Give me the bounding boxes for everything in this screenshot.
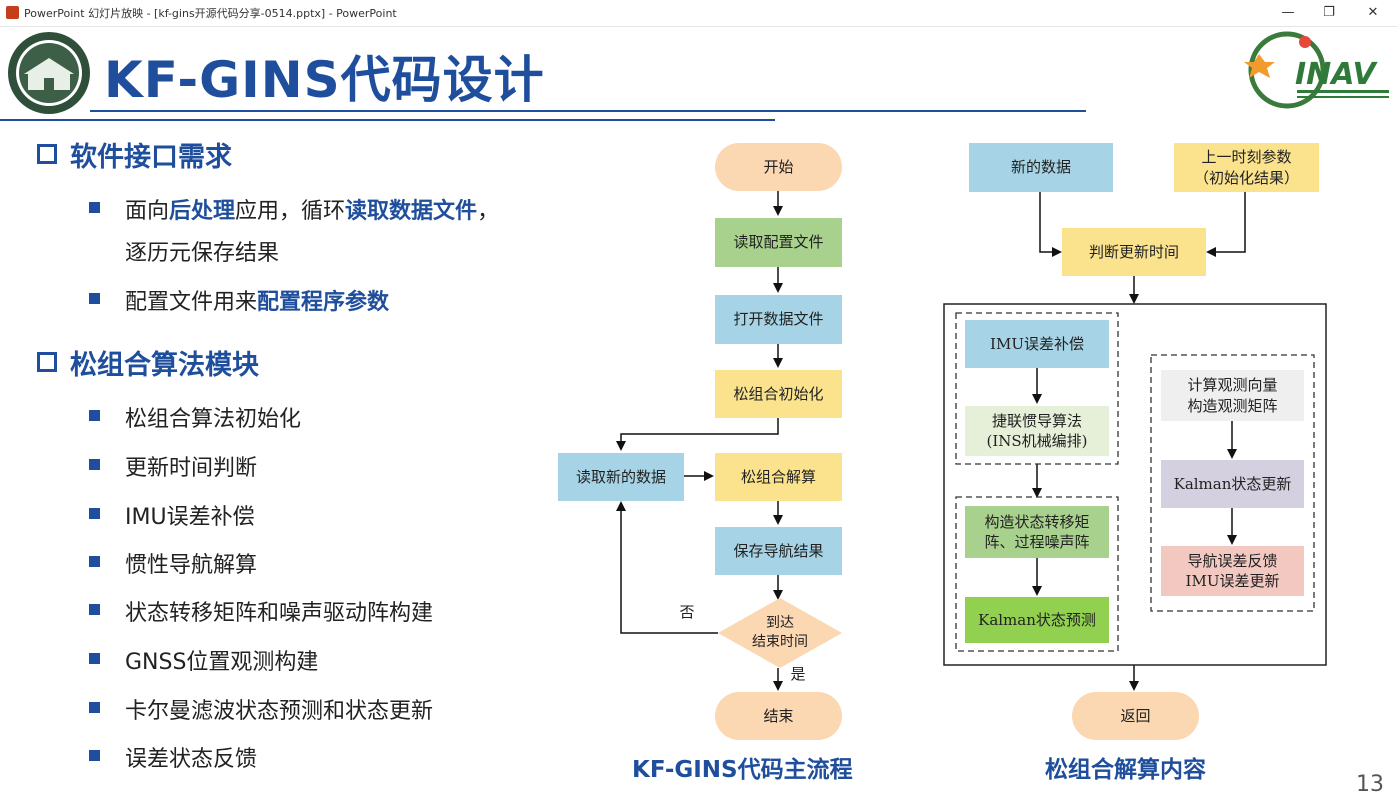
solve-judge-time: 判断更新时间 [1062,228,1206,276]
bullet-highlight: 后处理 [169,199,236,224]
flow-read-new-data: 读取新的数据 [558,453,684,501]
bullet-text: IMU误差补偿 [125,505,255,530]
main-flow-caption: KF-GINS代码主流程 [632,757,853,783]
section-box-icon [37,352,57,372]
bullet-icon [89,293,100,304]
label-yes: 是 [790,664,806,683]
flow-decision-label: 到达 结束时间 [718,606,842,660]
bullet-text: GNSS位置观测构建 [125,650,319,675]
minimize-button[interactable]: — [1265,0,1311,26]
solve-kf-predict: Kalman状态预测 [965,597,1109,643]
inav-logo-text: INAV [1295,57,1378,92]
feedback-line-2: IMU误差更新 [1185,572,1280,590]
solve-transition: 构造状态转移矩 阵、过程噪声阵 [965,506,1109,558]
bullet-text: 松组合算法初始化 [125,407,302,432]
feedback-line-1: 导航误差反馈 [1187,551,1278,570]
bullet-text-part: 应用，循环 [235,199,346,224]
close-icon: ✕ [1367,5,1379,20]
transition-line-1: 构造状态转移矩 [984,512,1090,531]
bullet-icon [89,702,100,713]
bullet-text: 误差状态反馈 [125,747,258,772]
minimize-icon: — [1281,5,1295,20]
solve-ins: 捷联惯导算法 (INS机械编排) [965,406,1109,456]
restore-icon: ❐ [1323,5,1335,20]
bullet-icon [89,604,100,615]
bullet-icon [89,410,100,421]
solve-kf-update: Kalman状态更新 [1161,460,1304,508]
solve-return: 返回 [1072,692,1199,740]
solve-observation: 计算观测向量 构造观测矩阵 [1161,370,1304,421]
bullet-text-part: 面向 [125,199,170,224]
powerpoint-icon [6,6,19,19]
solve-feedback: 导航误差反馈 IMU误差更新 [1161,546,1304,596]
flow-read-config: 读取配置文件 [715,218,842,267]
university-logo [8,32,90,114]
transition-line-2: 阵、过程噪声阵 [984,533,1090,551]
ins-line-1: 捷联惯导算法 [991,411,1082,430]
ins-line-2: (INS机械编排) [986,432,1088,450]
bullet-icon [89,202,100,213]
restore-button[interactable]: ❐ [1306,0,1352,26]
flow-open-data: 打开数据文件 [715,295,842,344]
title-underline [90,110,1086,112]
solve-prev-params: 上一时刻参数 （初始化结果） [1174,143,1319,192]
decision-line-2: 结束时间 [752,634,808,650]
bullet-icon [89,750,100,761]
observation-line-1: 计算观测向量 [1187,376,1278,395]
page-number: 13 [1356,772,1384,797]
decision-line-1: 到达 [766,615,794,632]
bullet-icon [89,556,100,567]
flow-end: 结束 [715,692,842,740]
solve-flow-caption: 松组合解算内容 [1045,757,1206,783]
flow-save: 保存导航结果 [715,527,842,575]
bullet-text-part: ， [477,199,500,224]
bullet-highlight: 配置程序参数 [257,290,390,315]
prev-params-line-2: （初始化结果） [1193,168,1299,187]
solve-imu-comp: IMU误差补偿 [965,320,1109,368]
section-heading: 软件接口需求 [70,142,232,173]
flow-start: 开始 [715,143,842,191]
flow-solve: 松组合解算 [715,453,842,501]
bullet-text: 面向后处理应用，循环读取数据文件， [125,193,499,225]
section-box-icon [37,144,57,164]
window-title: PowerPoint 幻灯片放映 - [kf-gins开源代码分享-0514.p… [24,7,397,20]
solve-new-data: 新的数据 [969,143,1113,192]
flow-init: 松组合初始化 [715,370,842,418]
close-button[interactable]: ✕ [1350,0,1396,26]
bullet-text: 卡尔曼滤波状态预测和状态更新 [125,699,434,724]
bullet-text-part: 配置文件用来 [125,290,258,315]
bullet-text: 惯性导航解算 [125,553,258,578]
bullet-highlight: 读取数据文件 [345,199,478,224]
label-no: 否 [679,602,695,621]
bullet-text: 更新时间判断 [125,456,258,481]
bullet-text-line2: 逐历元保存结果 [125,241,280,266]
bullet-text: 状态转移矩阵和噪声驱动阵构建 [125,601,434,626]
prev-params-line-1: 上一时刻参数 [1201,148,1292,167]
observation-line-2: 构造观测矩阵 [1187,396,1278,415]
bullet-icon [89,653,100,664]
slide-title: KF-GINS代码设计 [104,51,545,109]
title-underline-2 [0,119,775,121]
decision-diamond [718,598,842,668]
bullet-icon [89,459,100,470]
bullet-icon [89,508,100,519]
window-title-bar: PowerPoint 幻灯片放映 - [kf-gins开源代码分享-0514.p… [0,0,1397,27]
section-heading: 松组合算法模块 [70,350,259,381]
inav-logo: INAV [1244,31,1389,109]
bullet-text: 配置文件用来配置程序参数 [125,284,389,316]
